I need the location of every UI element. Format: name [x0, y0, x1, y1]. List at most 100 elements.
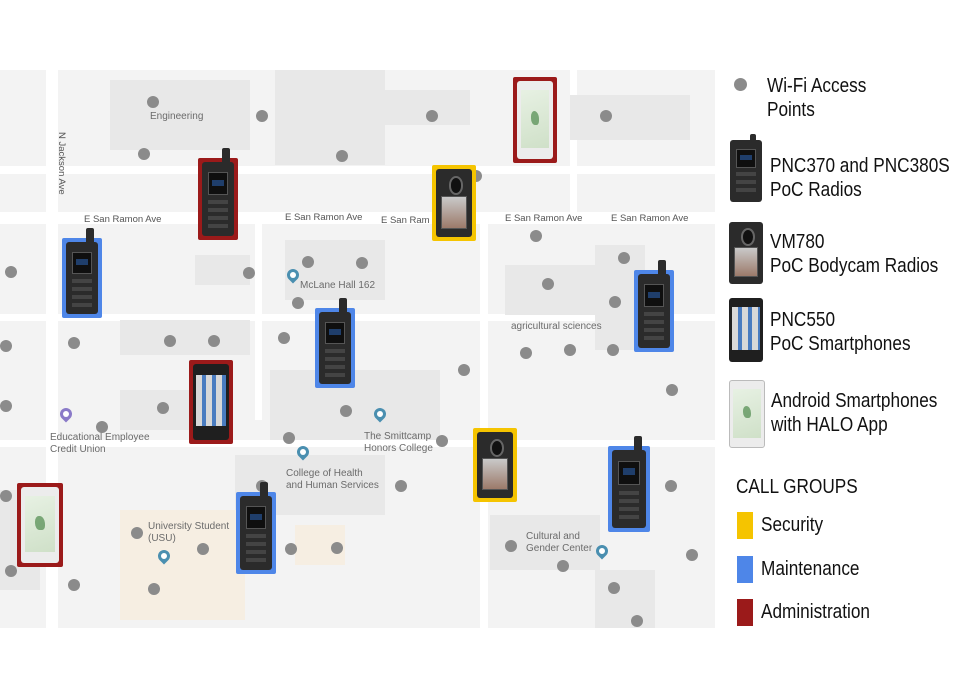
wifi-access-point-dot: [131, 527, 143, 539]
legend-bodycam-label: VM780 PoC Bodycam Radios: [770, 231, 939, 277]
wifi-access-point-dot: [458, 364, 470, 376]
label-usu: University Student (USU): [148, 521, 230, 544]
wifi-access-point-dot: [68, 337, 80, 349]
wifi-access-point-dot: [505, 540, 517, 552]
street-minor-1: [0, 166, 715, 174]
wifi-access-point-dot: [68, 579, 80, 591]
street-san-ramon: [0, 212, 715, 224]
street-vertical-2: [255, 220, 262, 420]
group-maintenance-label: Maintenance: [761, 558, 860, 580]
street-minor-2: [0, 314, 715, 321]
label-engineering: Engineering: [150, 111, 204, 122]
wifi-access-point-dot: [530, 230, 542, 242]
bank-pin-icon: [57, 405, 75, 423]
street-vertical-1: [480, 220, 488, 628]
wifi-access-point-dot: [5, 266, 17, 278]
building: [570, 95, 690, 140]
maintenance-swatch-icon: [737, 556, 753, 583]
wifi-access-point-dot: [96, 421, 108, 433]
label-san-ramon-1: E San Ramon Ave: [84, 214, 162, 225]
wifi-access-point-dot: [557, 560, 569, 572]
wifi-access-point-dot: [208, 335, 220, 347]
pnc550-smartphone-administration[interactable]: [189, 360, 233, 444]
building: [595, 570, 655, 628]
wifi-access-point-dot: [278, 332, 290, 344]
wifi-access-point-dot: [243, 267, 255, 279]
building: [275, 70, 385, 165]
wifi-access-point-dot: [283, 432, 295, 444]
wifi-access-point-dot: [666, 384, 678, 396]
wifi-access-point-dot: [0, 490, 12, 502]
wifi-access-point-dot: [618, 252, 630, 264]
label-mclane: McLane Hall 162: [300, 280, 376, 291]
label-smittcamp: The Smittcamp Honors College: [364, 431, 433, 454]
group-security-label: Security: [761, 514, 824, 536]
legend-radios-label: PNC370 and PNC380S PoC Radios: [770, 155, 950, 201]
wifi-access-point-dot: [542, 278, 554, 290]
wifi-access-point-dot: [520, 347, 532, 359]
poc-radio-maintenance[interactable]: [608, 436, 650, 532]
building: [120, 320, 250, 355]
wifi-access-point-dot: [340, 405, 352, 417]
poc-radio-icon: [730, 134, 762, 202]
wifi-access-point-dot: [148, 583, 160, 595]
android-phone-icon: [729, 380, 765, 448]
wifi-access-point-dot: [600, 110, 612, 122]
label-cultural: Cultural and Gender Center: [526, 531, 593, 554]
campus-map: Engineering N Jackson Ave E San Ramon Av…: [0, 70, 715, 628]
call-groups-title: CALL GROUPS: [736, 476, 858, 498]
label-health: College of Health and Human Services: [286, 468, 379, 491]
wifi-access-point-dot: [0, 340, 12, 352]
building: [110, 80, 250, 150]
building: [270, 370, 440, 440]
street-minor-3: [0, 440, 715, 447]
label-credit-union: Educational Employee Credit Union: [50, 432, 150, 455]
label-san-ramon-4: E San Ramon Ave: [505, 213, 583, 224]
security-swatch-icon: [737, 512, 753, 539]
wifi-access-point-dot: [164, 335, 176, 347]
wifi-access-point-dot: [609, 296, 621, 308]
wifi-access-point-dot: [631, 615, 643, 627]
wifi-access-point-dot: [686, 549, 698, 561]
street-vertical-3: [570, 70, 577, 220]
poc-radio-administration[interactable]: [198, 148, 238, 240]
android-phone-administration[interactable]: [513, 77, 557, 163]
android-phone-administration[interactable]: [17, 483, 63, 567]
building: [505, 265, 595, 315]
wifi-access-point-dot: [138, 148, 150, 160]
wifi-access-point-dot: [564, 344, 576, 356]
wifi-access-point-dot: [607, 344, 619, 356]
bodycam-icon: [729, 222, 763, 284]
wifi-access-point-dot: [426, 110, 438, 122]
bodycam-radio-security[interactable]: [473, 428, 517, 502]
wifi-access-point-dot: [256, 110, 268, 122]
poc-radio-maintenance[interactable]: [315, 298, 355, 388]
wifi-access-point-dot: [5, 565, 17, 577]
wifi-access-point-dot: [331, 542, 343, 554]
wifi-access-point-dot: [292, 297, 304, 309]
wifi-access-point-dot: [147, 96, 159, 108]
legend-wifi-label: Wi-Fi Access Points: [767, 75, 867, 121]
bodycam-radio-security[interactable]: [432, 165, 476, 241]
label-jackson: N Jackson Ave: [56, 132, 67, 195]
administration-swatch-icon: [737, 599, 753, 626]
label-san-ramon-2: E San Ramon Ave: [285, 212, 363, 223]
wifi-access-point-dot: [336, 150, 348, 162]
legend-smartphones-label: PNC550 PoC Smartphones: [770, 309, 911, 355]
wifi-dot-icon: [734, 78, 747, 91]
group-administration-label: Administration: [761, 601, 870, 623]
wifi-access-point-dot: [157, 402, 169, 414]
wifi-access-point-dot: [197, 543, 209, 555]
wifi-access-point-dot: [302, 256, 314, 268]
poc-radio-maintenance[interactable]: [236, 482, 276, 574]
poc-radio-maintenance[interactable]: [62, 228, 102, 318]
label-san-ramon-5: E San Ramon Ave: [611, 213, 689, 224]
building: [285, 240, 385, 300]
legend-android-label: Android Smartphones with HALO App: [771, 390, 938, 436]
wifi-access-point-dot: [0, 400, 12, 412]
label-san-ramon-3: E San Ram: [381, 215, 430, 226]
label-agricultural: agricultural sciences: [511, 321, 602, 332]
pnc550-icon: [729, 298, 763, 362]
poc-radio-maintenance[interactable]: [634, 260, 674, 352]
wifi-access-point-dot: [285, 543, 297, 555]
